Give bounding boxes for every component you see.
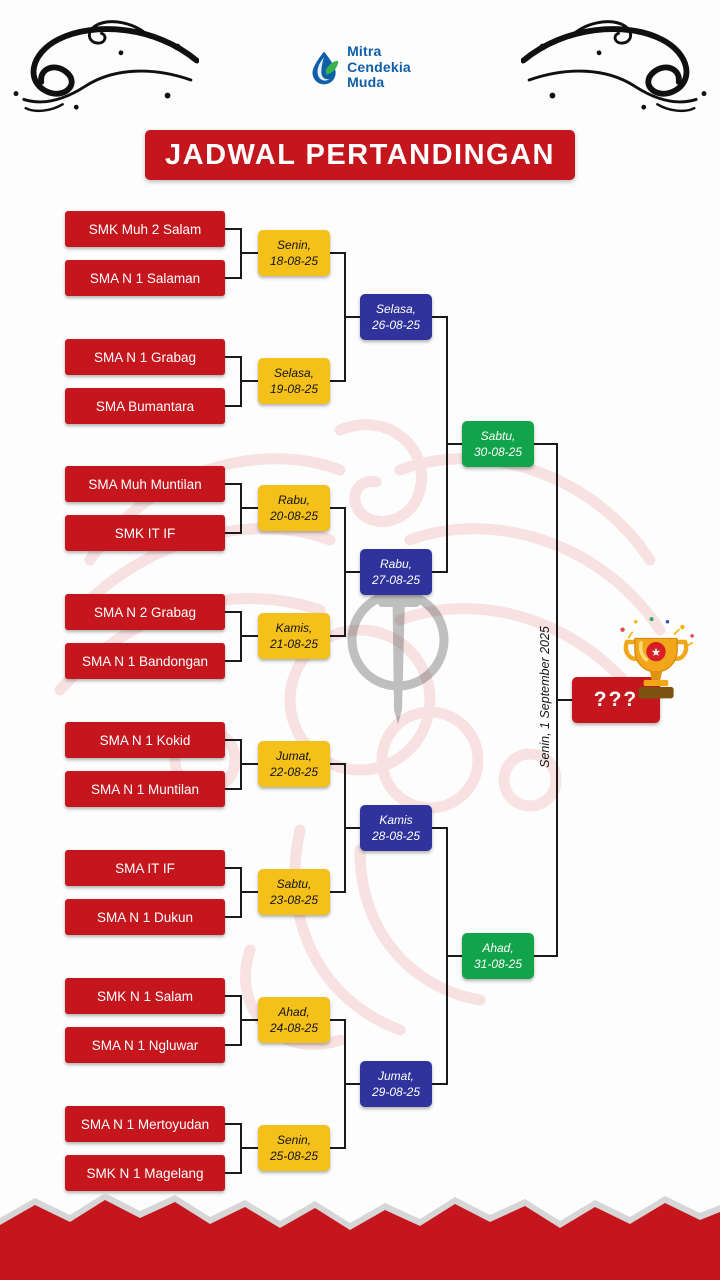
team-name: SMA N 1 Grabag: [93, 349, 197, 365]
round2-match-box: Selasa, 26-08-25: [360, 294, 432, 340]
round1-match-box: Senin, 18-08-25: [258, 230, 330, 276]
team-box: SMA N 1 Bandongan: [65, 643, 225, 679]
team-name: SMA Muh Muntilan: [88, 476, 202, 492]
team-name: SMA Bumantara: [95, 398, 195, 414]
team-box: SMK IT IF: [65, 515, 225, 551]
team-box: SMA N 1 Salaman: [65, 260, 225, 296]
round1-match-box: Sabtu, 23-08-25: [258, 869, 330, 915]
logo-line: Mitra: [347, 43, 382, 59]
team-box: SMA N 1 Muntilan: [65, 771, 225, 807]
round1-match-box: Jumat, 22-08-25: [258, 741, 330, 787]
team-name: SMA N 1 Kokid: [99, 732, 191, 748]
logo-text: Mitra Cendekia Muda: [347, 43, 411, 91]
logo-drop-icon: [312, 51, 339, 84]
team-box: SMA N 1 Dukun: [65, 899, 225, 935]
match-date: 18-08-25: [269, 254, 319, 268]
match-day: Sabtu,: [480, 428, 516, 443]
page-title: JADWAL PERTANDINGAN: [145, 130, 575, 180]
team-name: SMA N 1 Ngluwar: [91, 1037, 199, 1053]
match-date: 24-08-25: [269, 1021, 319, 1035]
team-box: SMK N 1 Salam: [65, 978, 225, 1014]
match-day: Ahad,: [278, 1004, 310, 1019]
semifinal-match-box: Ahad, 31-08-25: [462, 933, 534, 979]
team-name: SMK Muh 2 Salam: [88, 221, 202, 237]
match-day: Ahad,: [482, 940, 514, 955]
match-date: 26-08-25: [371, 318, 421, 332]
match-date: 21-08-25: [269, 637, 319, 651]
match-date: 20-08-25: [269, 509, 319, 523]
logo-line: Cendekia: [347, 58, 411, 75]
team-name: SMK IT IF: [114, 525, 176, 541]
round1-match-box: Kamis, 21-08-25: [258, 613, 330, 659]
team-name: SMA N 1 Salaman: [89, 270, 201, 286]
match-day: Rabu,: [379, 556, 413, 571]
match-day: Kamis: [379, 812, 413, 827]
team-box: SMA N 1 Mertoyudan: [65, 1106, 225, 1142]
match-date: 28-08-25: [371, 829, 421, 843]
corner-flourish-icon: [521, 20, 707, 113]
team-box: SMA N 1 Grabag: [65, 339, 225, 375]
match-date: 25-08-25: [269, 1149, 319, 1163]
match-date: 22-08-25: [269, 765, 319, 779]
round1-match-box: Rabu, 20-08-25: [258, 485, 330, 531]
match-day: Jumat,: [275, 748, 312, 763]
match-day: Sabtu,: [276, 876, 312, 891]
round1-match-box: Ahad, 24-08-25: [258, 997, 330, 1043]
match-date: 30-08-25: [473, 445, 523, 459]
team-name: SMA N 1 Mertoyudan: [80, 1116, 210, 1132]
match-date: 31-08-25: [473, 957, 523, 971]
torn-paper-edge: [0, 1193, 720, 1280]
round2-match-box: Jumat, 29-08-25: [360, 1061, 432, 1107]
round1-match-box: Selasa, 19-08-25: [258, 358, 330, 404]
match-day: Selasa,: [273, 365, 315, 380]
match-date: 27-08-25: [371, 573, 421, 587]
team-name: SMA IT IF: [115, 860, 175, 876]
team-box: SMK N 1 Magelang: [65, 1155, 225, 1191]
semifinal-match-box: Sabtu, 30-08-25: [462, 421, 534, 467]
team-box: SMA IT IF: [65, 850, 225, 886]
team-name: SMA N 2 Grabag: [93, 604, 197, 620]
team-box: SMA N 1 Kokid: [65, 722, 225, 758]
team-box: SMA N 2 Grabag: [65, 594, 225, 630]
team-name: SMA N 1 Dukun: [96, 909, 194, 925]
team-box: SMA Muh Muntilan: [65, 466, 225, 502]
team-box: SMA Bumantara: [65, 388, 225, 424]
team-name: SMK N 1 Salam: [96, 988, 194, 1004]
corner-flourish-icon: [13, 20, 199, 113]
team-box: SMA N 1 Ngluwar: [65, 1027, 225, 1063]
match-day: Senin,: [276, 237, 312, 252]
final-date-label: Senin, 1 September 2025: [538, 626, 552, 768]
match-day: Rabu,: [277, 492, 311, 507]
match-day: Senin,: [276, 1132, 312, 1147]
round2-match-box: Rabu, 27-08-25: [360, 549, 432, 595]
svg-text:★: ★: [651, 647, 661, 659]
match-date: 29-08-25: [371, 1085, 421, 1099]
org-logo: Mitra Cendekia Muda: [309, 43, 411, 91]
match-date: 19-08-25: [269, 382, 319, 396]
team-name: SMA N 1 Muntilan: [90, 781, 200, 797]
round2-match-box: Kamis 28-08-25: [360, 805, 432, 851]
round1-match-box: Senin, 25-08-25: [258, 1125, 330, 1171]
team-name: SMA N 1 Bandongan: [81, 653, 209, 669]
trophy-icon: ★: [620, 617, 694, 699]
team-box: SMK Muh 2 Salam: [65, 211, 225, 247]
match-date: 23-08-25: [269, 893, 319, 907]
match-day: Selasa,: [375, 301, 417, 316]
match-day: Kamis,: [275, 620, 313, 635]
team-name: SMK N 1 Magelang: [86, 1165, 204, 1181]
logo-line: Muda: [347, 74, 385, 91]
match-day: Jumat,: [377, 1068, 414, 1083]
